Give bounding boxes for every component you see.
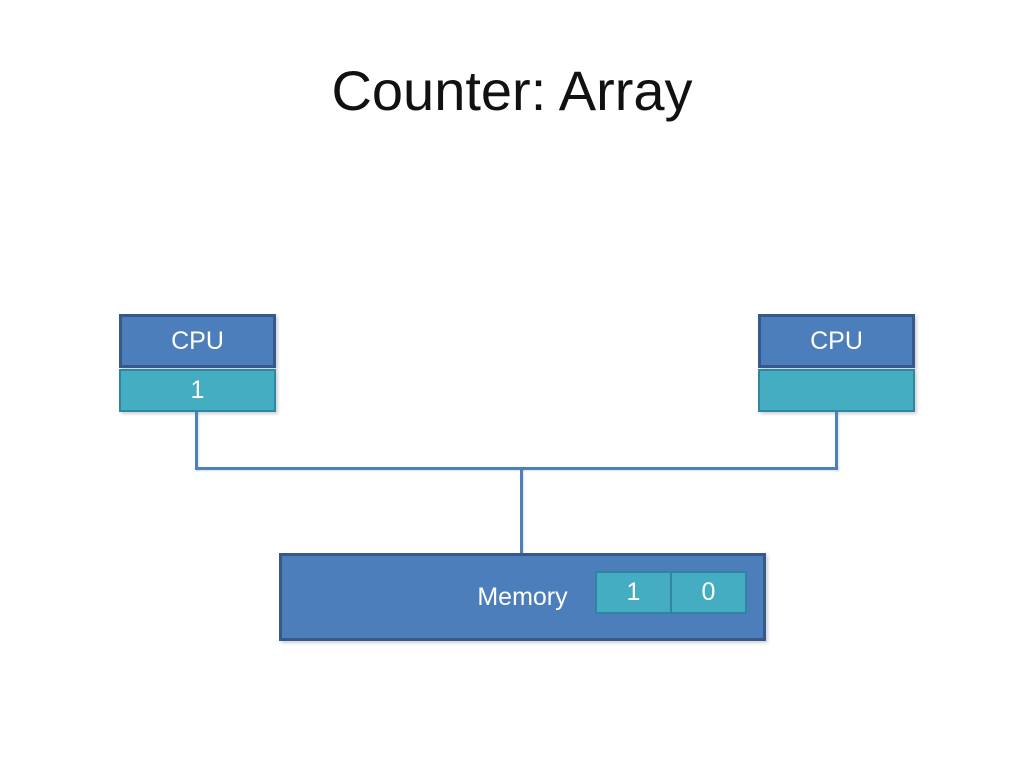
connector-right-vertical xyxy=(835,412,838,470)
cache-right-box xyxy=(758,369,915,412)
memory-box: Memory 1 0 xyxy=(279,553,766,641)
memory-cell-1: 0 xyxy=(670,571,747,614)
memory-cell-0-value: 1 xyxy=(626,578,641,606)
connector-bus-horizontal xyxy=(195,467,838,470)
cpu-right-box: CPU xyxy=(758,314,915,368)
memory-label: Memory xyxy=(477,582,568,611)
memory-cells: 1 0 xyxy=(595,571,747,614)
memory-cell-1-value: 0 xyxy=(701,578,716,606)
memory-cell-0: 1 xyxy=(595,571,672,614)
cpu-left-box: CPU xyxy=(119,314,276,368)
connector-memory-vertical xyxy=(520,467,523,554)
cpu-right-label: CPU xyxy=(810,326,863,355)
cache-left-value: 1 xyxy=(190,376,205,404)
cpu-left-label: CPU xyxy=(171,326,224,355)
connector-left-vertical xyxy=(195,412,198,470)
cache-left-box: 1 xyxy=(119,369,276,412)
slide-title: Counter: Array xyxy=(331,59,693,122)
